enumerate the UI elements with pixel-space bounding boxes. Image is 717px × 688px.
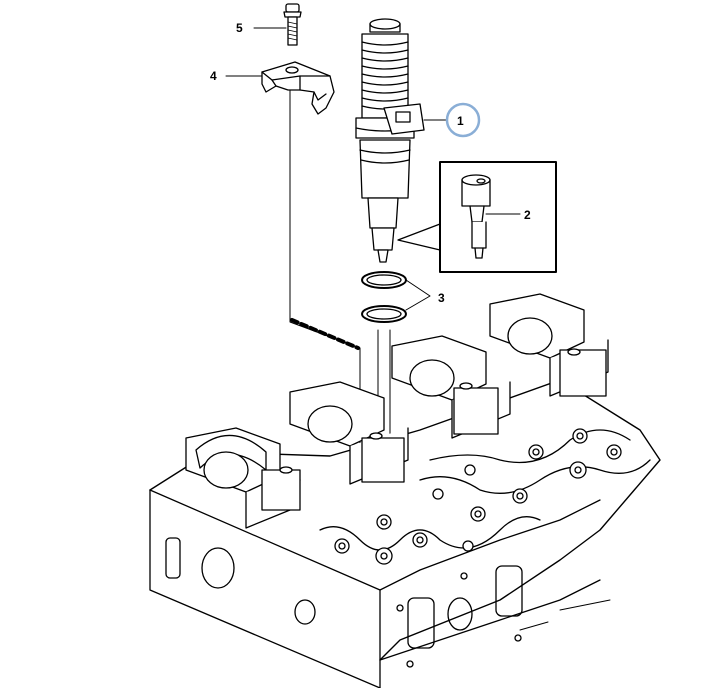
callout-1-highlight-ring <box>445 102 481 138</box>
callout-5-label: 5 <box>236 21 243 35</box>
callouts: 5 4 1 2 3 <box>210 21 531 311</box>
detail-box <box>397 161 557 273</box>
callout-4-label: 4 <box>210 69 217 83</box>
injector <box>355 18 425 263</box>
clamp <box>261 61 335 115</box>
callout-2-label: 2 <box>524 208 531 222</box>
callout-3-label: 3 <box>438 291 445 305</box>
cylinder-head <box>149 293 661 688</box>
o-rings <box>361 271 407 323</box>
callout-1-label: 1 <box>457 114 464 128</box>
bolt <box>283 3 302 46</box>
